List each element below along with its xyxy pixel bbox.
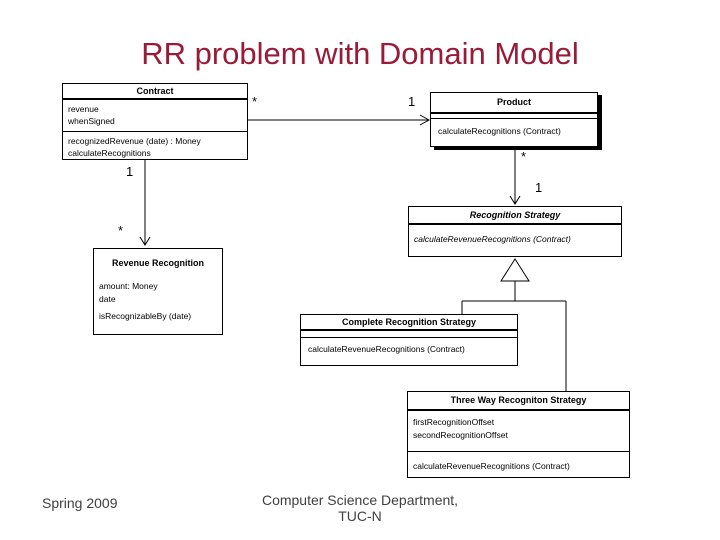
footer-department-line1: Computer Science Department,: [261, 492, 459, 508]
class-product-methods: calculateRecognitions (Contract): [431, 119, 597, 137]
multiplicity-contract-revrec-source: 1: [126, 164, 134, 179]
class-contract-attributes: revenue whenSigned: [63, 100, 247, 132]
class-recognition-strategy-name: Recognition Strategy: [409, 207, 621, 225]
class-contract-methods: recognizedRevenue (date) : Money calcula…: [63, 132, 247, 159]
class-contract-name: Contract: [63, 84, 247, 100]
footer-department: Computer Science Department, TUC-N: [160, 492, 560, 524]
footer-semester: Spring 2009: [42, 495, 118, 511]
multiplicity-product-strategy-source: *: [521, 149, 527, 164]
arrowhead-contract-revrec-icon: [139, 236, 151, 246]
class-three-way-recogniton-strategy: Three Way Recogniton Strategy firstRecog…: [407, 391, 630, 478]
class-three-way-recogniton-strategy-name: Three Way Recogniton Strategy: [408, 392, 629, 411]
class-revenue-recognition-attributes: amount: Money date: [94, 280, 222, 306]
class-revenue-recognition-name: Revenue Recognition: [111, 258, 204, 268]
method: recognizedRevenue (date) : Money: [68, 136, 201, 146]
arrowhead-contract-product-icon: [419, 114, 431, 126]
multiplicity-contract-product-target: 1: [408, 94, 416, 109]
arrowhead-product-strategy-icon: [509, 195, 521, 205]
slide-title: RR problem with Domain Model: [141, 36, 579, 71]
method: calculateRecognitions (Contract): [438, 126, 561, 136]
class-recognition-strategy: Recognition Strategy calculateRevenueRec…: [408, 206, 622, 257]
class-product-name: Product: [431, 93, 597, 114]
generalization-triangle-icon: [500, 258, 530, 282]
class-complete-recognition-strategy-attributes: [301, 331, 517, 338]
attribute: amount: Money: [99, 281, 158, 291]
class-product-attributes: [431, 114, 597, 119]
method: calculateRevenueRecognitions (Contract): [308, 344, 465, 354]
class-complete-recognition-strategy-methods: calculateRevenueRecognitions (Contract): [301, 338, 517, 355]
class-product: Product calculateRecognitions (Contract): [430, 92, 598, 147]
multiplicity-product-strategy-target: 1: [535, 180, 543, 195]
method: calculateRevenueRecognitions (Contract): [413, 461, 570, 471]
class-revenue-recognition-methods: isRecognizableBy (date): [94, 311, 222, 322]
class-three-way-recogniton-strategy-methods: calculateRevenueRecognitions (Contract): [408, 452, 629, 472]
class-recognition-strategy-methods: calculateRevenueRecognitions (Contract): [409, 225, 621, 245]
attribute: secondRecognitionOffset: [413, 429, 508, 440]
attribute: whenSigned: [68, 116, 115, 126]
multiplicity-contract-revrec-target: *: [118, 223, 124, 238]
class-complete-recognition-strategy: Complete Recognition Strategy calculateR…: [300, 314, 518, 366]
class-complete-recognition-strategy-name: Complete Recognition Strategy: [301, 315, 517, 331]
method: calculateRecognitions: [68, 147, 151, 158]
method: calculateRevenueRecognitions (Contract): [414, 234, 571, 244]
class-revenue-recognition: Revenue Recognition amount: Money date i…: [93, 248, 223, 335]
method: isRecognizableBy (date): [99, 311, 192, 321]
multiplicity-contract-product-source: *: [252, 94, 258, 109]
attribute: revenue: [68, 104, 99, 114]
class-three-way-recogniton-strategy-attributes: firstRecognitionOffset secondRecognition…: [408, 411, 629, 452]
footer-department-line2: TUC-N: [338, 508, 382, 524]
class-contract: Contract revenue whenSigned recognizedRe…: [62, 83, 248, 160]
attribute: firstRecognitionOffset: [413, 417, 495, 427]
attribute: date: [99, 294, 116, 304]
